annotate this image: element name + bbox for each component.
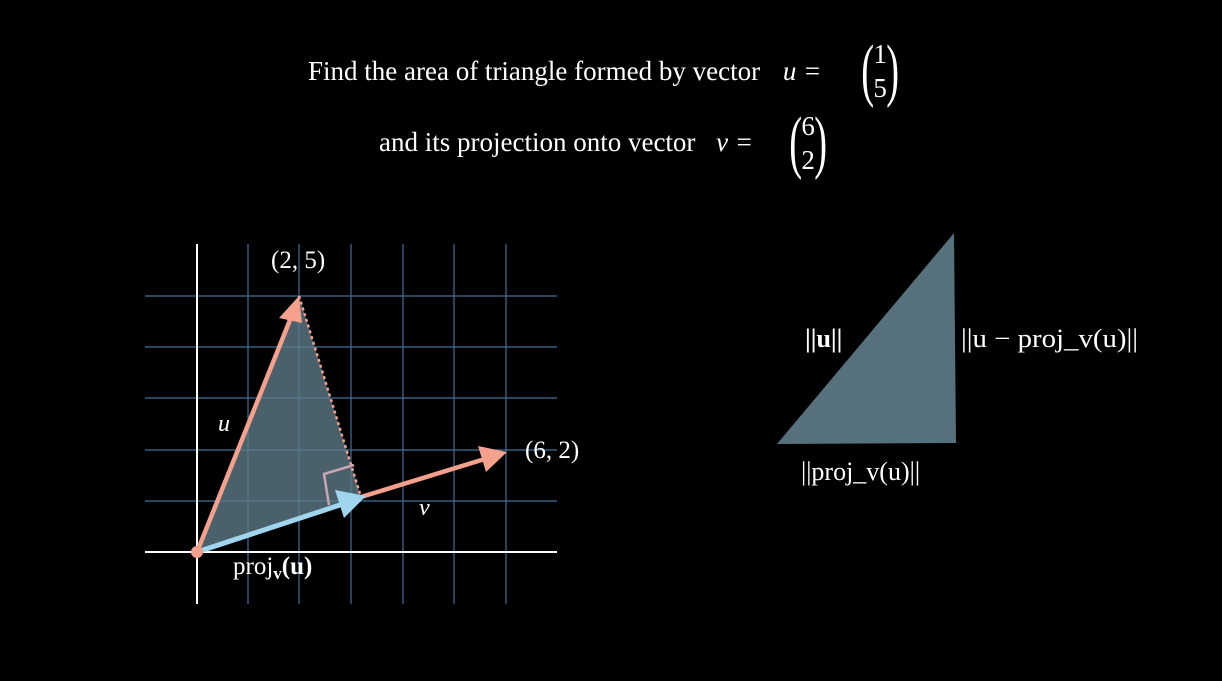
u-label: u [218,411,230,437]
title-line-1: Find the area of triangle formed by vect… [308,56,821,87]
right-triangle [777,233,956,444]
title-line-1-text: Find the area of triangle formed by vect… [308,56,761,86]
proj-label-sub: v [273,564,282,583]
title-u-var: u = [782,56,822,86]
base-label: ||proj_v(u)|| [801,457,920,486]
grid [145,244,557,604]
vertical-side-label: ||u − proj_v(u)|| [961,324,1138,353]
proj-vector-arrowhead [335,490,366,518]
u-vector-x: 1 [873,39,887,69]
point-v-label: (6, 2) [525,437,579,464]
proj-vector-line [196,501,344,555]
u-vector-line [194,309,297,553]
u-vector-matrix: ( 1 5 ) [861,32,899,109]
origin-dot [191,546,203,558]
axes [145,244,557,604]
v-vector-y: 2 [801,145,815,175]
hypotenuse-label: ||u|| [805,324,842,353]
right-angle-marker [322,463,355,506]
v-vector-line [360,455,489,500]
v-vector-matrix: ( 6 2 ) [789,104,827,181]
point-u-label: (2, 5) [271,247,325,274]
v-vector-arrowhead [478,446,507,472]
perpendicular-line [297,295,363,498]
title-line-2: and its projection onto vector v = [379,127,753,158]
proj-label-prefix: proj [233,553,273,580]
proj-label: projv(u) [233,553,312,583]
triangle-fill [197,296,361,552]
v-label: v [419,495,430,521]
u-vector-arrowhead [279,296,302,323]
v-vector-x: 6 [801,111,815,141]
title-line-2-text: and its projection onto vector [379,127,696,157]
u-vector-y: 5 [873,73,887,103]
proj-label-arg: (u) [282,553,313,580]
title-v-var: v = [716,127,754,157]
